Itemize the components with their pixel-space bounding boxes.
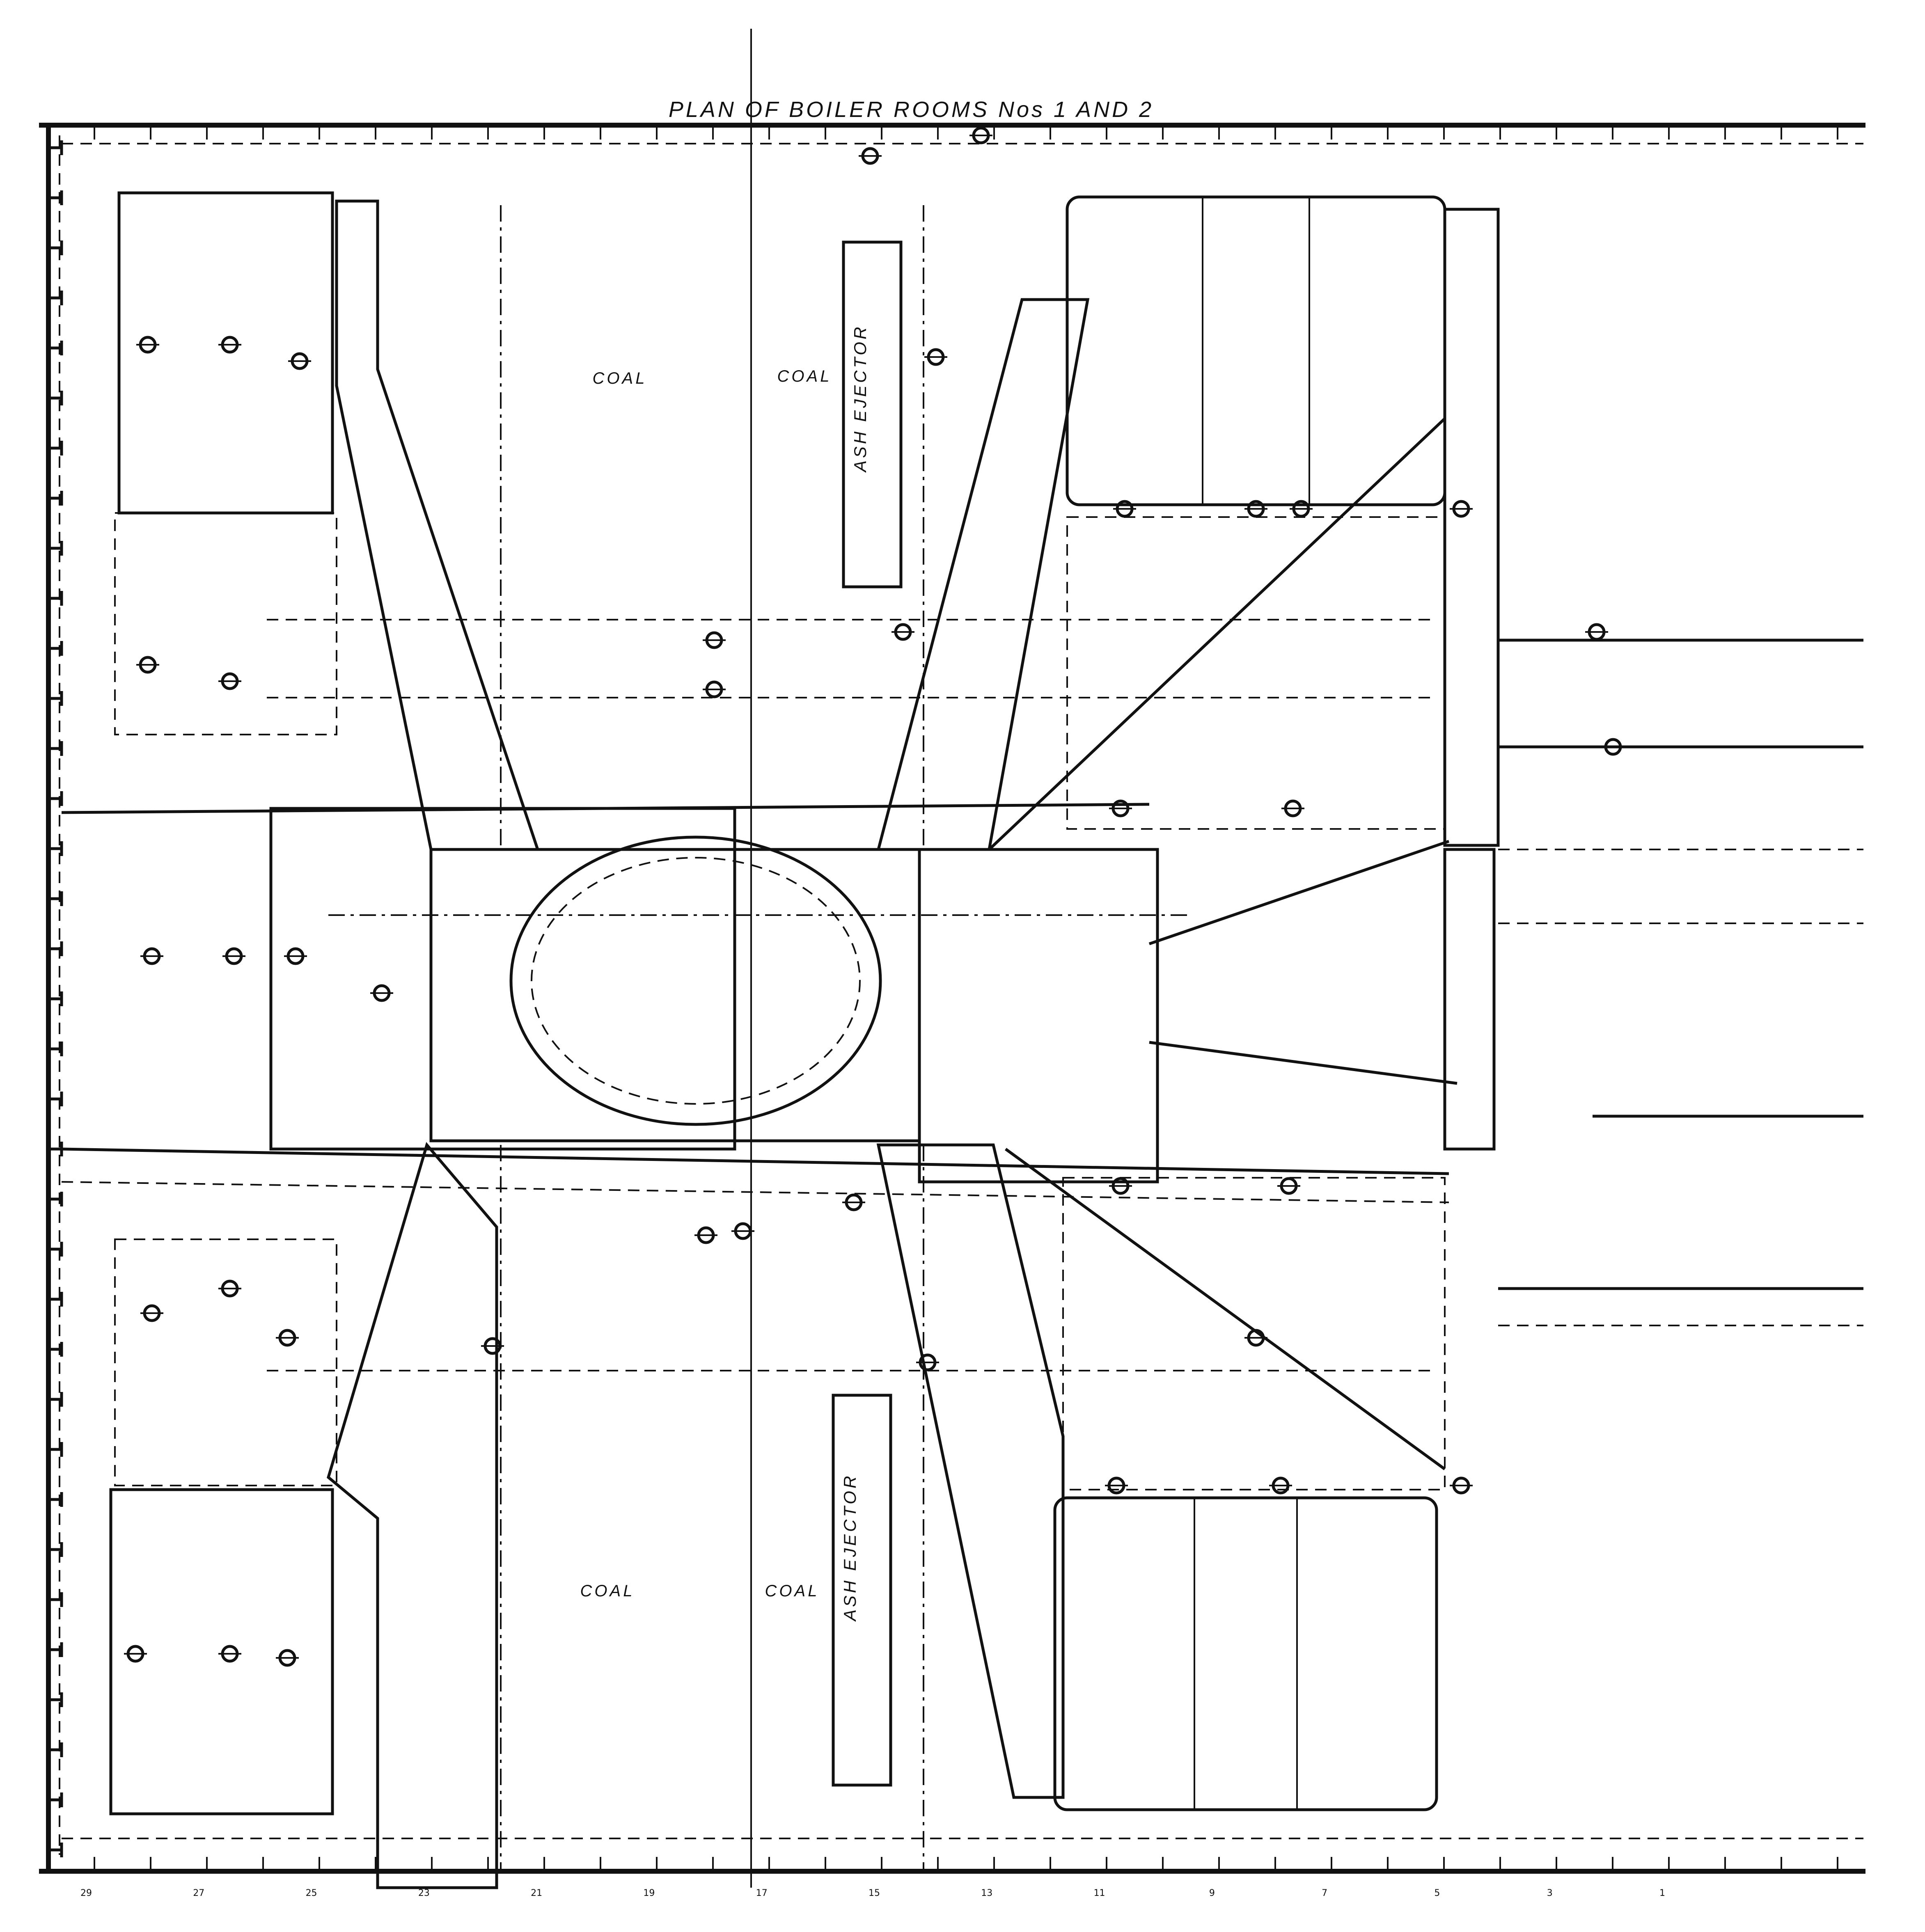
right-center-block: [918, 848, 1159, 1183]
central-boiler-ellipse: [509, 836, 882, 1126]
upper-left-coal-bunker-wall: [335, 199, 540, 851]
upper-left-boiler-room: [117, 191, 334, 515]
lower-right-boiler-pair: [1053, 1496, 1438, 1811]
upper-right-strut: [1148, 840, 1450, 945]
frame-number: 29: [80, 1888, 92, 1898]
frame-number: 7: [1322, 1888, 1327, 1898]
lower-ash-ejector-trunk: [832, 1394, 892, 1787]
lower-right-strut: [1149, 1041, 1458, 1085]
lower-main-steam-pipe: [61, 1147, 1449, 1175]
ash-ejector-label-upper: ASH EJECTOR: [850, 325, 870, 473]
drawing-title: PLAN OF BOILER ROOMS Nos 1 AND 2: [669, 97, 1154, 122]
upper-main-steam-pipe: [61, 803, 1150, 814]
coal-label-lower-right: COAL: [765, 1582, 820, 1600]
coal-label-upper-left: COAL: [593, 369, 647, 387]
lower-right-coal-bunker-wall: [876, 1143, 1065, 1799]
upper-left-pump-space: [114, 512, 337, 735]
valve-group: [124, 126, 1625, 1667]
top-frame-ticks: [94, 125, 1838, 140]
upper-ash-ejector-trunk: [842, 240, 903, 588]
coal-label-upper-right: COAL: [777, 367, 832, 385]
upper-diagonal-stay: [988, 417, 1446, 851]
frame-number: 21: [531, 1888, 542, 1898]
frame-number: 3: [1547, 1888, 1553, 1898]
frame-number: 17: [756, 1888, 768, 1898]
bottom-frame-ticks: [94, 1857, 1838, 1871]
upper-right-coal-bunker-wall: [876, 298, 1090, 851]
frame-number-scale: 29 27 25 23 21 19 17 15 13 11 9 7 5 3 1: [80, 1888, 1665, 1898]
lower-left-boiler-room: [109, 1488, 334, 1815]
coal-label-lower-left: COAL: [580, 1582, 635, 1600]
frame-number: 19: [643, 1888, 655, 1898]
frame-number: 25: [306, 1888, 317, 1898]
frame-number: 23: [418, 1888, 430, 1898]
frame-number: 1: [1659, 1888, 1665, 1898]
frame-number: 11: [1094, 1888, 1105, 1898]
frame-number: 15: [869, 1888, 880, 1898]
central-boiler-inner: [531, 857, 861, 1105]
lower-left-coal-bunker-wall: [326, 1142, 498, 1889]
frame-number: 13: [981, 1888, 992, 1898]
frame-number: 9: [1209, 1888, 1215, 1898]
shell-frame-ticks: [48, 140, 63, 1857]
right-casing: [1443, 848, 1496, 1151]
lower-aux-pipe: [61, 1181, 1449, 1203]
frame-number: 27: [193, 1888, 204, 1898]
frame-number: 5: [1434, 1888, 1440, 1898]
ash-ejector-label-lower: ASH EJECTOR: [840, 1474, 859, 1622]
lower-left-pump-space: [114, 1238, 337, 1486]
lower-diagonal-stay: [1004, 1148, 1446, 1470]
lower-right-compartment: [1062, 1177, 1446, 1490]
